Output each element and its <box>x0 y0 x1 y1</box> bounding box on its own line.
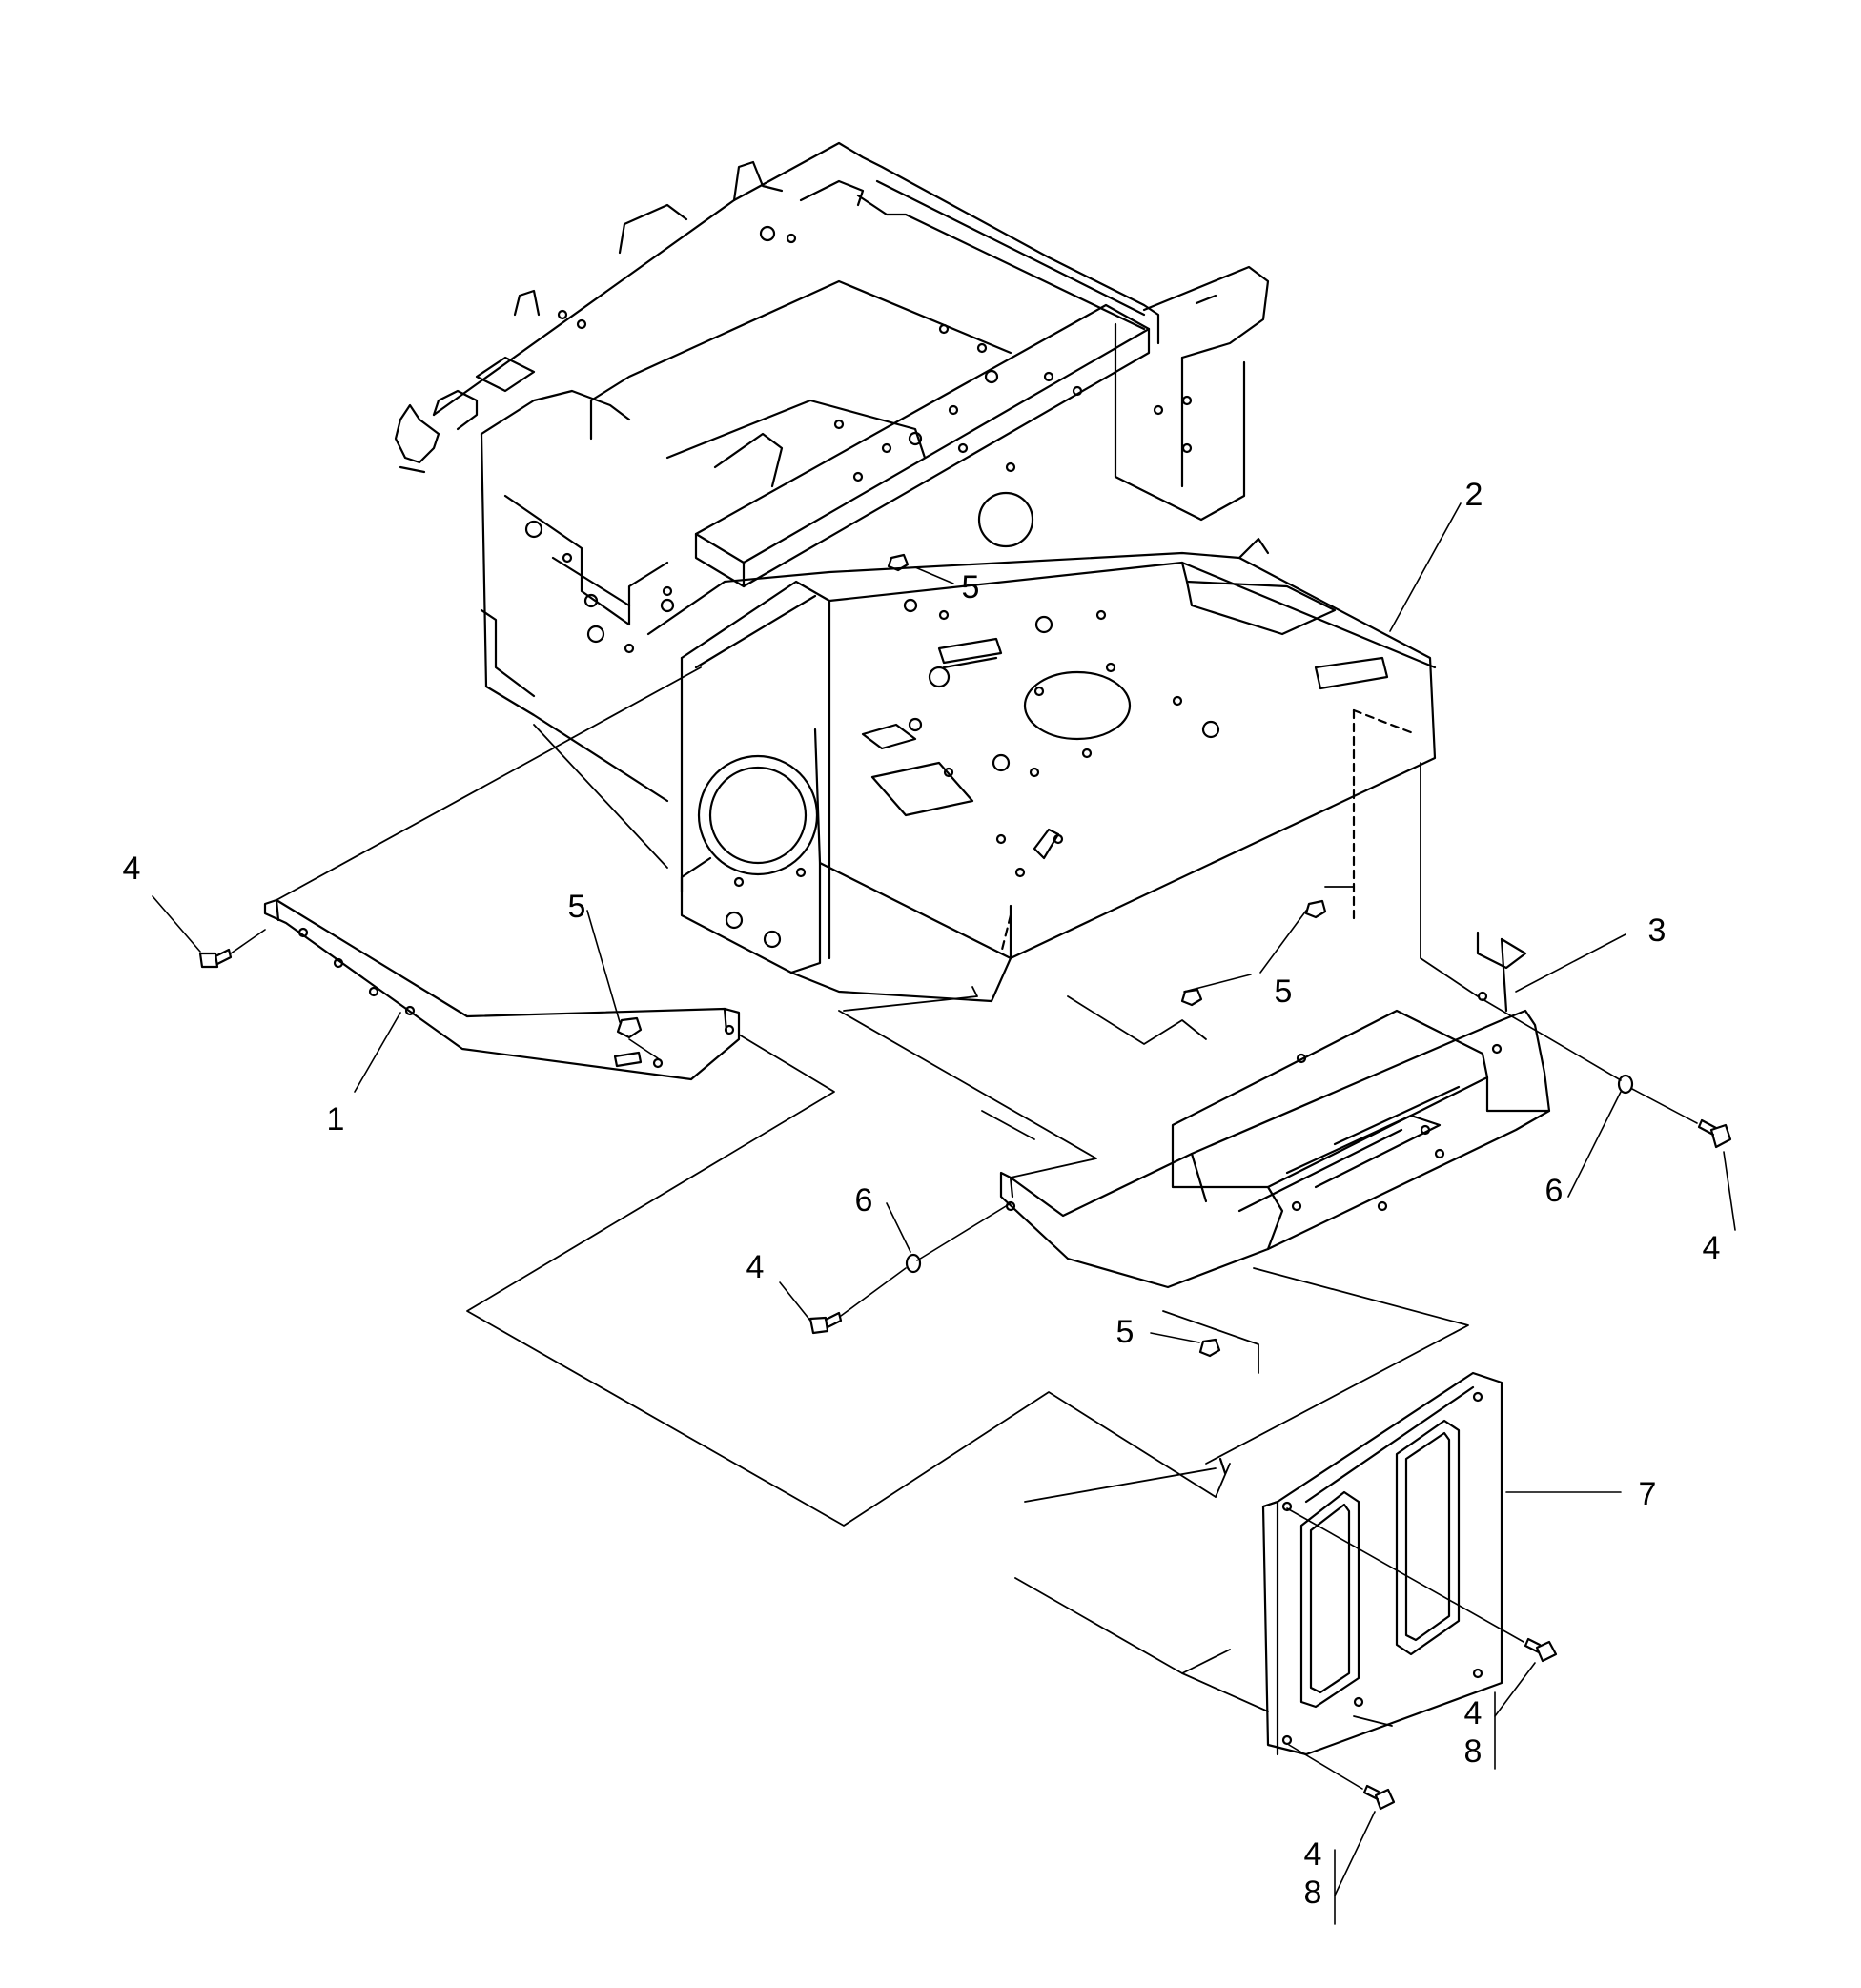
callout-1: 1 <box>327 1101 345 1137</box>
bolt-icon <box>1288 1744 1396 1811</box>
callout-8: 8 <box>1304 1875 1322 1911</box>
callout-5: 5 <box>1275 974 1293 1010</box>
skid-plate-part-3 <box>999 931 1551 1289</box>
callout-8: 8 <box>1464 1733 1483 1770</box>
washer-icon <box>1482 998 1634 1095</box>
callout-7: 7 <box>1639 1476 1657 1512</box>
cover-plate-part-7 <box>1218 1371 1503 1756</box>
callout-5: 5 <box>568 889 586 925</box>
bolt-icon <box>198 929 266 969</box>
callout-5: 5 <box>1116 1314 1135 1350</box>
callout-6: 6 <box>1545 1173 1564 1209</box>
nut-icon <box>887 553 910 572</box>
callout-4: 4 <box>1703 1230 1721 1266</box>
nut-icon <box>1180 899 1327 1007</box>
callout-leaders <box>152 502 1736 1925</box>
callout-4: 4 <box>1304 1836 1322 1873</box>
front-strap-part-1 <box>263 898 741 1081</box>
callout-3: 3 <box>1648 912 1667 949</box>
hardware <box>198 553 1732 1811</box>
bolt-icon <box>1631 1088 1732 1149</box>
nut-icon <box>616 1016 659 1059</box>
callout-4: 4 <box>746 1249 765 1285</box>
nut-icon <box>1198 1338 1221 1358</box>
callout-2: 2 <box>1465 477 1483 513</box>
callout-4: 4 <box>123 851 141 887</box>
assembly-lines <box>276 666 1479 1727</box>
main-frame-part-2 <box>394 141 1437 1003</box>
washer-icon <box>905 1202 1012 1274</box>
bolt-icon <box>808 1267 907 1335</box>
bolt-icon <box>1286 1507 1558 1663</box>
callout-4: 4 <box>1464 1695 1483 1732</box>
callout-labels: 1 2 3 4 4 4 4 4 5 5 5 5 6 6 7 8 8 <box>123 477 1721 1911</box>
callout-5: 5 <box>962 569 980 605</box>
callout-6: 6 <box>855 1182 873 1219</box>
